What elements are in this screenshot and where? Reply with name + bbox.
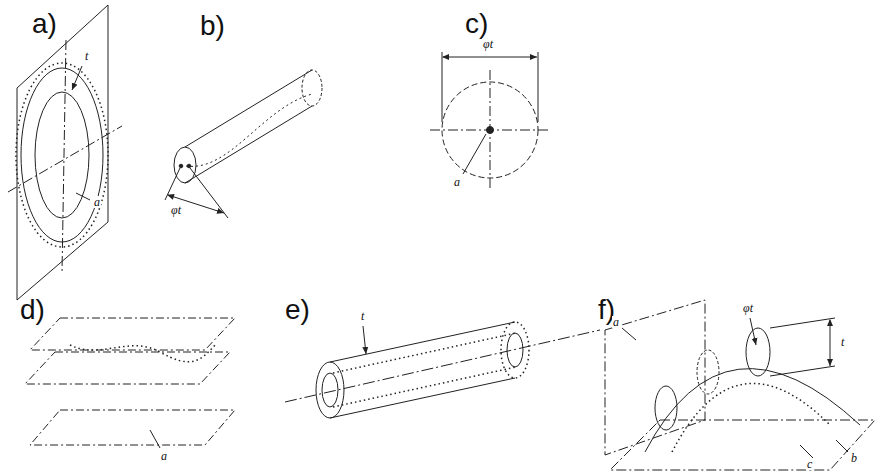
panel-letter: c)	[465, 10, 488, 38]
callout-letter: c	[806, 458, 813, 470]
callout-letter: a	[160, 450, 168, 462]
dimension-label: φt	[742, 302, 754, 314]
callout-letter: b	[850, 452, 858, 464]
dimension-label: φt	[170, 204, 182, 216]
callout-letter: a	[93, 196, 101, 208]
panel-letter: e)	[285, 296, 310, 324]
dimension-label: t	[360, 310, 365, 322]
dimension-label: t	[840, 336, 845, 348]
callout-letter: a	[612, 316, 620, 328]
dimension-label: φt	[482, 38, 494, 50]
panel-letter: b)	[200, 12, 225, 40]
callout-letter: a	[453, 176, 461, 188]
panel-letter: a)	[32, 10, 57, 38]
panel-letter: d)	[20, 296, 45, 324]
callout-letter: t	[84, 50, 89, 62]
